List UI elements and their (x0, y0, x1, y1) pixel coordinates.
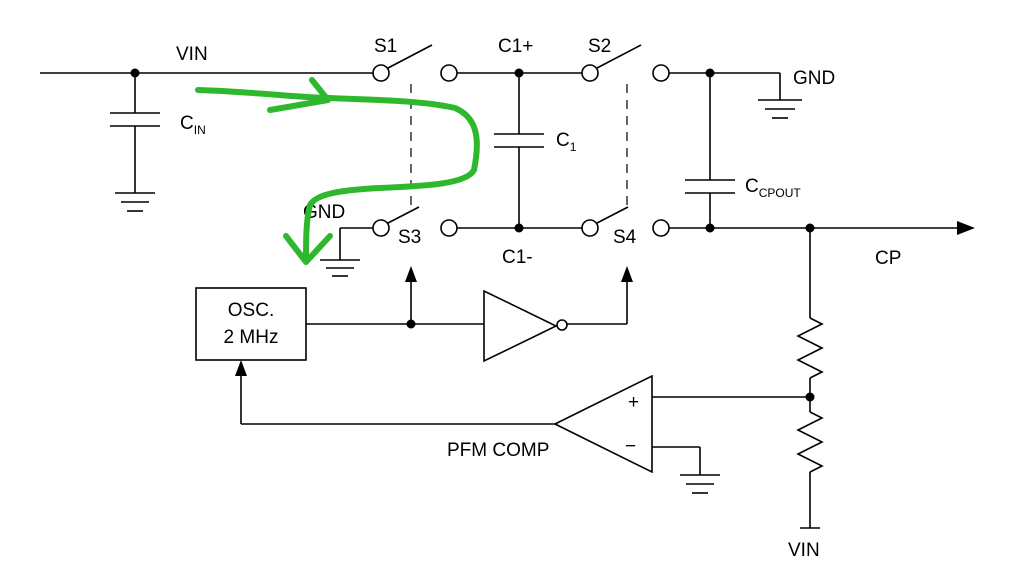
c1-minus-label: C1- (502, 247, 533, 268)
ccpout-label: CCPOUT (745, 176, 801, 200)
s1-label: S1 (374, 36, 397, 57)
switch-s3: S3 (372, 206, 458, 248)
comparator-icon: + − (553, 374, 653, 474)
c1-plus-label: C1+ (498, 36, 533, 57)
vin-rail: VIN (40, 44, 373, 78)
current-path-annotation (195, 77, 480, 265)
vin-bottom-label: VIN (788, 540, 820, 561)
s3-label: S3 (398, 227, 421, 248)
switch-icon (387, 206, 420, 224)
resistor-icon (796, 317, 824, 379)
switch-icon (387, 44, 433, 69)
resistor-divider: VIN (788, 228, 824, 561)
arrow-icon (405, 266, 417, 282)
switch-s2: S2 (581, 36, 670, 82)
c1-capacitor: C1 (494, 73, 577, 228)
osc-label-line1: OSC. (228, 300, 274, 321)
ground-icon (115, 192, 155, 212)
oscillator-block: OSC. 2 MHz (195, 287, 307, 361)
comp-plus-sign: + (628, 392, 639, 413)
arrow-icon (621, 266, 633, 282)
cin-capacitor: CIN (110, 73, 206, 212)
pfm-comp-label: PFM COMP (447, 440, 549, 461)
gnd-left-label: GND (303, 202, 345, 223)
cin-label: CIN (180, 113, 206, 137)
arrow-icon (235, 360, 247, 376)
ccpout-capacitor: CCPOUT (685, 73, 801, 228)
cp-label: CP (875, 248, 901, 269)
resistor-icon (796, 411, 824, 473)
arrow-icon (957, 221, 975, 235)
osc-label-line2: 2 MHz (224, 327, 279, 348)
ground-icon (320, 259, 360, 277)
gnd-right-label: GND (793, 68, 835, 89)
switch-s4: S4 (581, 206, 670, 248)
comp-minus-sign: − (625, 436, 636, 457)
switch-icon (596, 206, 629, 224)
c1-label: C1 (556, 130, 577, 154)
s4-label: S4 (613, 227, 637, 248)
ground-icon (680, 474, 720, 494)
inverter-icon (483, 289, 568, 363)
switch-s1: S1 (372, 36, 458, 82)
switch-icon (596, 44, 642, 69)
s2-label: S2 (588, 36, 611, 57)
ground-icon (758, 99, 802, 119)
vin-top-label: VIN (176, 44, 208, 65)
